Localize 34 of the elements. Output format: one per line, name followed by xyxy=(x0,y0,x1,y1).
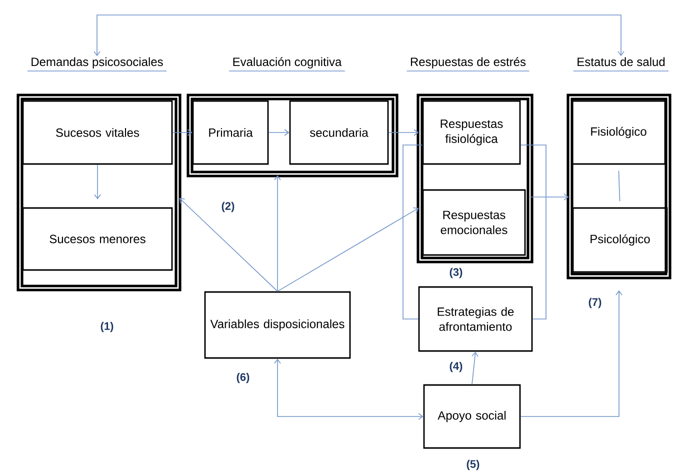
arrow xyxy=(94,164,101,200)
callout-number: (5) xyxy=(466,460,480,470)
process-box: Sucesos vitales xyxy=(22,100,173,165)
arrow xyxy=(274,175,281,292)
process-box: Fisiológico xyxy=(571,100,666,165)
node-label: Evaluación cognitiva xyxy=(233,57,342,68)
node-label: Demandas psicosociales xyxy=(32,57,163,68)
callout-number: (6) xyxy=(236,372,250,384)
process-box: Respuestas fisiológica xyxy=(422,100,521,165)
arrow xyxy=(94,14,624,56)
arrow xyxy=(277,207,419,292)
arrow xyxy=(520,290,622,417)
process-box: secundaria xyxy=(289,100,389,165)
arrow xyxy=(179,198,278,292)
process-box: Respuestas emocionales xyxy=(422,189,526,256)
arrow xyxy=(172,129,192,136)
process-box: Estrategias de afrontamiento xyxy=(418,286,533,352)
callout-number: (4) xyxy=(450,362,462,372)
arrow xyxy=(268,129,290,136)
process-box: Variables disposicionales xyxy=(204,291,351,359)
arrow xyxy=(274,358,424,420)
process-box: Psicológico xyxy=(572,207,668,273)
arrow xyxy=(530,194,569,200)
process-box: Sucesos menores xyxy=(22,207,173,271)
callout-number: (7) xyxy=(588,298,602,308)
callout-number: (2) xyxy=(222,202,234,212)
process-box: Primaria xyxy=(192,100,269,165)
node-label: Respuestas de estrés xyxy=(410,57,526,68)
arrow xyxy=(388,129,419,136)
callout-number: (3) xyxy=(450,268,462,278)
callout-number: (1) xyxy=(100,322,114,332)
arrow xyxy=(472,352,478,385)
node-label: Estatus de salud xyxy=(578,57,665,66)
process-box: Apoyo social xyxy=(423,384,521,449)
